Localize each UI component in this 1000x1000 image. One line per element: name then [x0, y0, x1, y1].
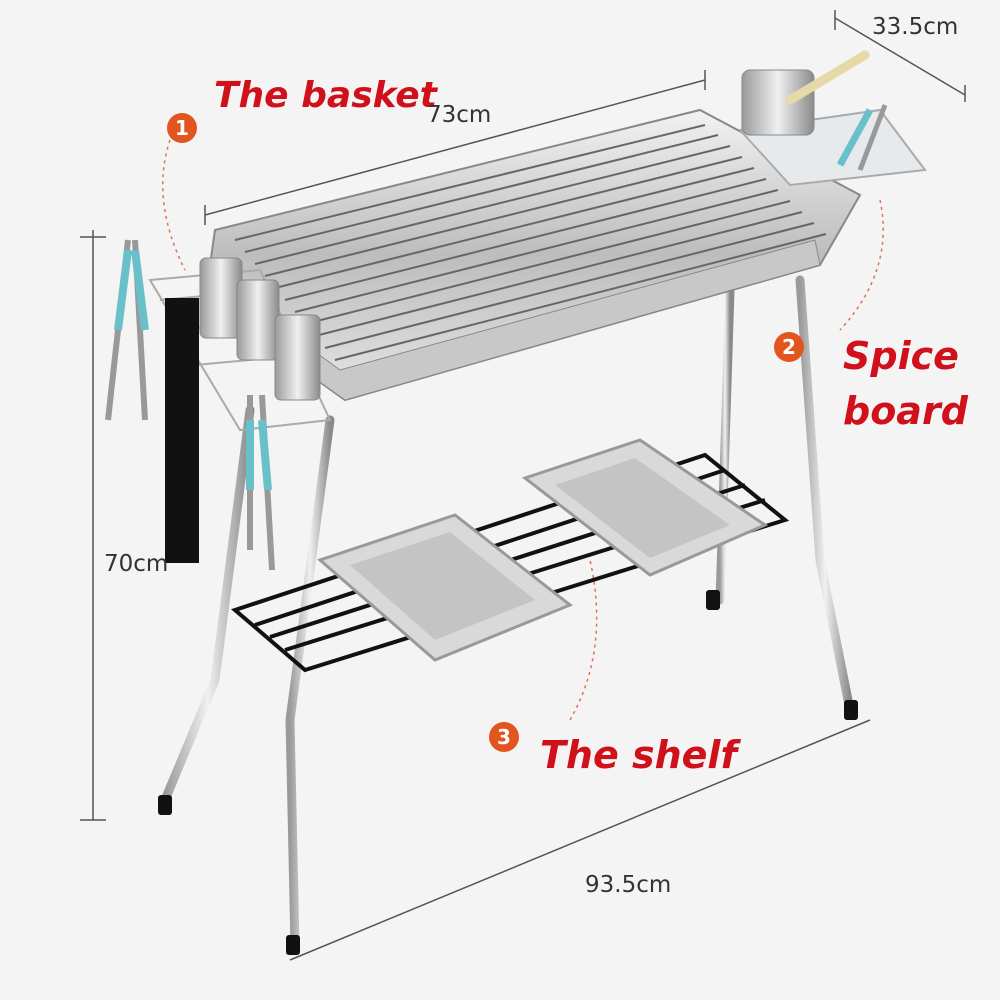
callout-label-shelf: The shelf	[540, 733, 737, 777]
callout-badge-1: 1	[167, 113, 197, 143]
dimension-width-top: 33.5cm	[872, 14, 959, 40]
dimension-lines	[80, 10, 966, 961]
grill-grate	[234, 124, 827, 361]
callout-badge-2: 2	[774, 332, 804, 362]
grill-legs	[160, 275, 855, 950]
leader-lines	[162, 139, 884, 721]
callout-label-board: board	[843, 389, 968, 433]
trays	[317, 438, 769, 662]
callout-label-basket: The basket	[214, 75, 437, 116]
spice-jars	[199, 257, 321, 401]
dimension-length-base: 93.5cm	[585, 872, 672, 898]
leg-feet	[158, 590, 858, 955]
dimension-height: 70cm	[104, 551, 169, 577]
tongs	[105, 239, 275, 571]
callout-label-spice: Spice	[843, 334, 959, 378]
dimension-length-top: 73cm	[427, 102, 492, 128]
callout-badge-3: 3	[489, 722, 519, 752]
spice-board	[737, 50, 927, 187]
